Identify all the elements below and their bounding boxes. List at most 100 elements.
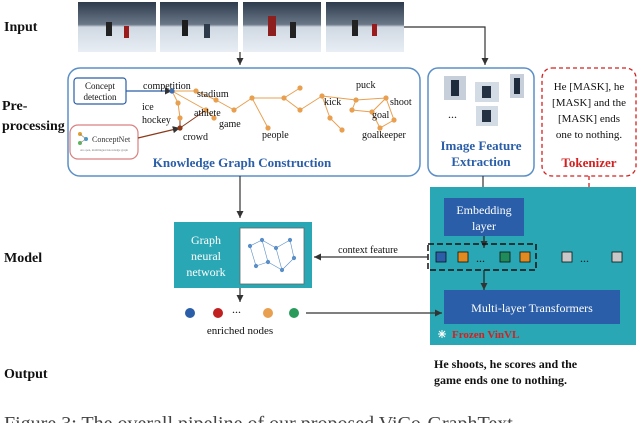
concept-detection-line1: Concept	[85, 81, 115, 91]
kg-node-dot	[349, 107, 355, 113]
feature-title-line2: Extraction	[451, 154, 511, 169]
svg-text:...: ...	[232, 302, 241, 316]
kg-node-dot	[297, 107, 303, 113]
kg-title: Knowledge Graph Construction	[153, 155, 332, 170]
kg-edge	[371, 97, 387, 113]
feature-crops	[444, 74, 524, 126]
kg-node-hockey: hockey	[142, 115, 171, 126]
tokens: ... ...	[435, 251, 623, 265]
kg-box	[67, 67, 421, 177]
enriched-nodes-label: enriched nodes	[207, 325, 273, 337]
kg-edge	[351, 109, 373, 113]
conceptnet-box	[69, 124, 139, 160]
kg-node-dot	[249, 95, 255, 101]
kg-node-crowd: crowd	[183, 132, 208, 143]
kg-edge	[179, 109, 207, 129]
kg-edge	[251, 97, 269, 129]
kg-edge	[299, 95, 323, 111]
kg-labels: competition ice hockey stadium athlete g…	[142, 80, 412, 143]
kg-node-game: game	[219, 119, 241, 130]
frame-1	[78, 2, 156, 52]
kg-node-dot	[231, 107, 237, 113]
text-input-line1: He [MASK], he	[554, 81, 625, 93]
gnn-mini-graph	[247, 237, 297, 273]
enriched-node-dots: ...	[185, 302, 299, 318]
kg-node-dot	[327, 115, 333, 121]
kg-edge	[371, 111, 381, 129]
kg-node-dot	[175, 100, 181, 106]
kg-node-dot	[203, 107, 209, 113]
frozen-vinvl-label: Frozen VinVL	[452, 329, 519, 341]
kg-node-dot	[391, 117, 397, 123]
kg-node-dot	[193, 88, 199, 94]
embedding-line2: layer	[472, 219, 496, 233]
kg-edge	[379, 119, 395, 129]
kg-node-kick: kick	[324, 97, 341, 108]
conceptnet-logo-icon	[78, 132, 88, 145]
kg-node-goal: goal	[372, 110, 389, 121]
row-label-model: Model	[4, 251, 42, 266]
row-label-output: Output	[4, 367, 48, 382]
text-input-box	[541, 67, 637, 177]
embedding-layer-box	[444, 198, 524, 236]
kg-node-dot	[213, 97, 219, 103]
kg-node-dot	[339, 127, 345, 133]
kg-edge	[329, 117, 343, 131]
frame-2	[160, 2, 238, 52]
kg-node-dot	[319, 93, 325, 99]
input-frames	[78, 2, 404, 52]
arrow-conceptnet-to-graph	[137, 126, 181, 139]
context-feature-label: context feature	[338, 245, 398, 256]
kg-node-dot	[281, 95, 287, 101]
svg-text:...: ...	[476, 251, 485, 265]
embedding-line1: Embedding	[456, 203, 511, 217]
kg-edge	[171, 90, 207, 111]
kg-edge	[355, 97, 387, 101]
kg-node-dot	[377, 125, 383, 131]
gnn-line2: neural	[191, 249, 222, 263]
text-input-line4: one to nothing.	[556, 129, 623, 141]
row-label-input: Input	[4, 20, 38, 35]
gnn-line1: Graph	[191, 233, 221, 247]
kg-node-dot	[211, 115, 217, 121]
kg-edge	[321, 95, 331, 119]
kg-edge	[321, 95, 357, 101]
frame-4	[326, 2, 404, 52]
output-line1: He shoots, he scores and the	[434, 357, 578, 371]
arrow-frames-to-feature	[404, 26, 489, 65]
kg-node-competition: competition	[143, 81, 191, 92]
kg-node-dot	[177, 125, 183, 131]
kg-node-goalkeeper: goalkeeper	[362, 130, 407, 141]
kg-edge	[195, 90, 217, 101]
gnn-line3: network	[186, 265, 225, 279]
row-label-preprocessing-2: processing	[2, 119, 65, 134]
kg-node-dot	[369, 109, 375, 115]
text-input-line2: [MASK] and the	[552, 97, 626, 109]
kg-node-ice: ice	[142, 102, 154, 113]
transformer-box	[444, 290, 620, 324]
kg-node-shoot: shoot	[390, 97, 412, 108]
kg-node-people: people	[262, 130, 289, 141]
conceptnet-sublabel: An open, multilingual knowledge graph	[80, 148, 128, 153]
feature-ellipsis: ...	[448, 107, 457, 121]
feature-title-line1: Image Feature	[441, 138, 522, 153]
svg-text:...: ...	[580, 251, 589, 265]
kg-node-dot	[353, 97, 359, 103]
text-input-line3: [MASK] ends	[558, 113, 620, 125]
kg-node-dot	[297, 85, 303, 91]
frame-3	[243, 2, 321, 52]
kg-node-stadium: stadium	[197, 89, 229, 100]
kg-edge	[283, 87, 301, 99]
kg-edge	[233, 97, 253, 111]
figure-caption: Figure 3: The overall pipeline of our pr…	[4, 413, 513, 423]
concept-detection-line2: detection	[84, 92, 117, 102]
transformer-label: Multi-layer Transformers	[471, 301, 593, 315]
kg-node-dot	[169, 88, 175, 94]
kg-edge	[215, 99, 235, 111]
kg-nodes	[169, 85, 397, 133]
output-line2: game ends one to nothing.	[434, 373, 567, 387]
row-label-preprocessing-1: Pre-	[2, 99, 28, 114]
kg-edge	[385, 97, 395, 121]
kg-node-puck: puck	[356, 80, 375, 91]
